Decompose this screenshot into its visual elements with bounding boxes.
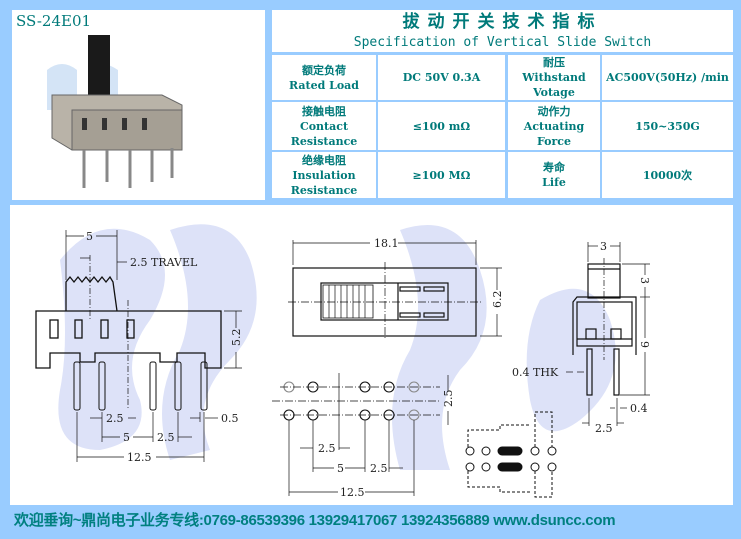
spec-label: 耐压 Withstand Votage	[508, 55, 600, 100]
dim-label: 2.5	[370, 462, 388, 475]
dim-label: 0.5	[221, 412, 239, 425]
label-cn: 动作力	[537, 104, 571, 118]
dim-label: 2.5	[106, 412, 124, 425]
product-photo	[47, 35, 183, 188]
label-cn: 额定负荷	[302, 63, 346, 77]
dim-label: 5	[337, 462, 344, 475]
top-view	[288, 240, 502, 340]
dim-label: 3	[600, 240, 607, 253]
spec-title-cn: 拔动开关技术指标	[402, 12, 603, 32]
spec-value: DC 50V 0.3A	[378, 55, 505, 100]
dim-label: 5.2	[230, 329, 243, 347]
label-en: Life	[542, 176, 566, 189]
spec-title-en: Specification of Vertical Slide Switch	[353, 35, 652, 50]
schematic	[465, 411, 557, 498]
dim-label: 3	[638, 277, 651, 284]
dim-label: 2.5	[442, 390, 455, 408]
dim-label: 2.5	[318, 442, 336, 455]
front-view	[35, 230, 242, 462]
label-en: Actuating Force	[523, 119, 585, 148]
side-view	[566, 242, 650, 426]
dim-label: 9	[638, 341, 651, 348]
dim-label: 0.4 THK	[512, 366, 559, 379]
dim-label: 6.2	[491, 291, 504, 309]
label-cn: 耐压	[543, 56, 565, 69]
dim-label: 12.5	[127, 451, 152, 464]
spec-label: 寿命 Life	[508, 152, 600, 198]
dim-label: 0.4	[630, 402, 648, 415]
spec-title-cell	[272, 10, 733, 52]
pcb-layout	[272, 373, 449, 496]
spec-value: 150~350G	[602, 102, 733, 150]
label-en: Rated Load	[288, 78, 359, 92]
spec-value: ≤100 mΩ	[378, 102, 505, 150]
label-cn: 寿命	[543, 161, 565, 174]
contact-footer: 欢迎垂询~鼎尚电子业务专线:0769-86539396 13929417067 …	[14, 512, 616, 529]
dim-label: 18.1	[374, 237, 399, 250]
spec-value: AC500V(50Hz) /min	[602, 55, 733, 100]
dim-label: 5	[86, 230, 93, 243]
dim-label: 5	[123, 431, 130, 444]
label-en: Insulation Resistance	[290, 168, 358, 197]
label-cn: 接触电阻	[302, 104, 346, 118]
background-watermark	[58, 224, 616, 470]
spec-value: 10000次	[602, 152, 733, 198]
dim-label: 2.5 TRAVEL	[130, 256, 198, 269]
spec-value: ≥100 MΩ	[378, 152, 505, 198]
label-en: Withstand Votage	[522, 71, 586, 99]
model-number: SS-24E01	[16, 12, 92, 30]
dim-label: 2.5	[157, 431, 175, 444]
dim-label: 12.5	[340, 486, 365, 499]
label-en: Contact Resistance	[290, 119, 358, 148]
dim-label: 2.5	[595, 422, 613, 435]
label-cn: 绝缘电阻	[302, 153, 346, 167]
